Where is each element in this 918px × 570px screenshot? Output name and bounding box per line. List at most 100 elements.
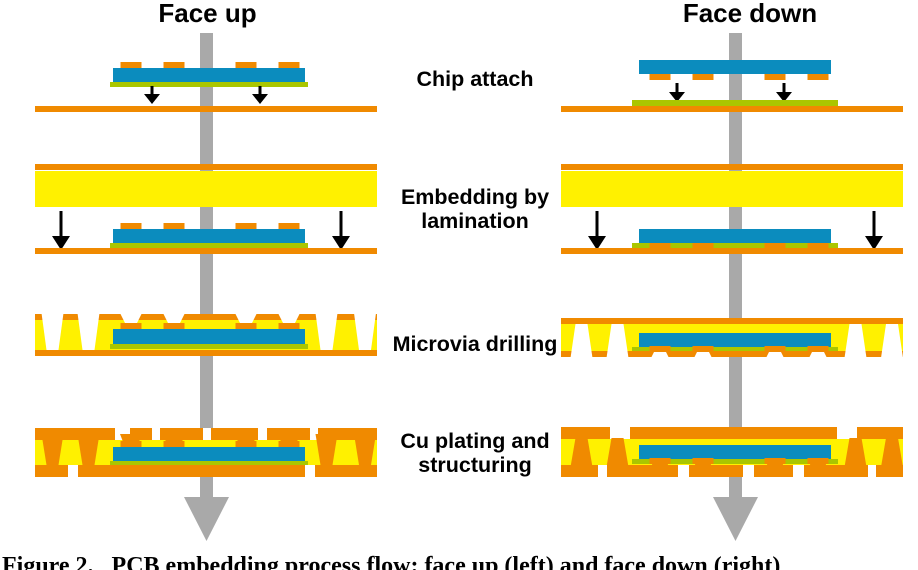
die-pad bbox=[163, 441, 185, 447]
prepreg-layer bbox=[561, 171, 903, 207]
facedown-flow-arrow bbox=[713, 33, 758, 541]
press-arrow-icon bbox=[669, 83, 685, 102]
die-pad bbox=[807, 243, 829, 250]
flow-arrow-head-icon bbox=[184, 497, 229, 541]
copper-etch-gap bbox=[598, 465, 607, 477]
chip-die bbox=[113, 447, 305, 461]
plated-microvia bbox=[41, 434, 64, 465]
plated-microvia bbox=[570, 438, 593, 467]
die-pad bbox=[163, 323, 185, 329]
adhesive-layer bbox=[110, 82, 308, 87]
copper-foil bbox=[561, 106, 903, 112]
top-copper bbox=[561, 427, 903, 439]
copper-etch-gap bbox=[258, 428, 267, 440]
microvia-hole bbox=[354, 313, 376, 350]
facedown-step-chip-attach bbox=[561, 60, 903, 112]
microvia-hole bbox=[606, 324, 629, 358]
figure-caption: Figure 2. PCB embedding process flow: fa… bbox=[2, 553, 781, 570]
plated-microvia bbox=[354, 434, 376, 465]
press-arrow-head bbox=[332, 236, 350, 250]
die-pad bbox=[278, 323, 300, 329]
microvia-hole bbox=[315, 313, 338, 350]
press-arrow-icon bbox=[332, 211, 350, 250]
die-pad bbox=[120, 223, 142, 229]
chip-die bbox=[113, 68, 305, 82]
press-arrow-icon bbox=[252, 86, 268, 104]
microvia-hole bbox=[766, 352, 784, 358]
copper-etch-gap bbox=[305, 465, 315, 477]
faceup-step-cu-plating bbox=[35, 428, 377, 477]
die-pad bbox=[235, 323, 257, 329]
press-arrow-icon bbox=[144, 86, 160, 104]
press-arrow-icon bbox=[588, 211, 606, 250]
copper-etch-gap bbox=[837, 427, 857, 439]
faceup-flow-arrow bbox=[184, 33, 229, 541]
die-pad bbox=[807, 74, 829, 80]
chip-die bbox=[639, 60, 831, 74]
step-label-cu-plating: Cu plating and structuring bbox=[400, 429, 550, 477]
copper-etch-gap bbox=[678, 465, 689, 477]
copper-etch-gap bbox=[610, 427, 630, 439]
die-pad bbox=[120, 62, 142, 68]
adhesive-layer bbox=[110, 243, 308, 248]
copper-etch-gap bbox=[203, 428, 211, 440]
adhesive-layer bbox=[632, 100, 838, 106]
copper-foil bbox=[561, 248, 903, 254]
bottom-copper bbox=[561, 465, 903, 477]
microvia-hole bbox=[163, 313, 185, 323]
die-pad bbox=[692, 243, 714, 250]
press-arrow-shaft bbox=[258, 86, 262, 94]
microvia-hole bbox=[77, 313, 100, 350]
copper-foil bbox=[561, 164, 903, 170]
bottom-copper bbox=[35, 465, 377, 477]
chip-die bbox=[113, 229, 305, 243]
adhesive-layer bbox=[632, 243, 838, 249]
press-arrow-head bbox=[588, 236, 606, 250]
press-arrow-shaft bbox=[595, 211, 599, 236]
press-arrow-head bbox=[252, 94, 268, 104]
copper-etch-gap bbox=[68, 465, 78, 477]
chip-die bbox=[639, 229, 831, 243]
copper-etch-gap bbox=[310, 428, 318, 440]
press-arrow-shaft bbox=[872, 211, 876, 236]
top-copper bbox=[35, 314, 377, 320]
step-label-embedding: Embedding by lamination bbox=[400, 185, 550, 233]
plated-microvia bbox=[844, 438, 867, 467]
adhesive-layer bbox=[632, 347, 838, 352]
microvia-hole bbox=[570, 324, 593, 358]
microvia-hole bbox=[694, 352, 712, 358]
die-pad bbox=[807, 346, 829, 352]
chip-die bbox=[113, 329, 305, 344]
facedown-title: Face down bbox=[682, 0, 818, 28]
adhesive-layer bbox=[110, 461, 308, 466]
die-pad bbox=[163, 223, 185, 229]
adhesive-layer bbox=[110, 344, 308, 349]
copper-etch-gap bbox=[152, 428, 160, 440]
die-pad bbox=[764, 74, 786, 80]
microvia-hole bbox=[41, 313, 64, 350]
facedown-step-microvia-drilling bbox=[561, 318, 903, 358]
step-label-microvia-drilling: Microvia drilling bbox=[392, 332, 558, 356]
microvia-hole bbox=[651, 352, 669, 358]
die-pad bbox=[120, 441, 142, 447]
die-pad bbox=[692, 346, 714, 352]
faceup-title: Face up bbox=[158, 0, 257, 28]
copper-foil bbox=[561, 351, 903, 357]
die-pad bbox=[649, 243, 671, 250]
press-arrow-icon bbox=[865, 211, 883, 250]
step-label-chip-attach: Chip attach bbox=[416, 67, 534, 91]
die-pad bbox=[235, 62, 257, 68]
press-arrow-head bbox=[144, 94, 160, 104]
plated-microvia bbox=[606, 438, 629, 467]
press-arrow-head bbox=[776, 92, 792, 102]
die-pad bbox=[120, 323, 142, 329]
press-arrow-icon bbox=[52, 211, 70, 250]
adhesive-layer bbox=[632, 459, 838, 464]
die-pad bbox=[235, 441, 257, 447]
die-pad bbox=[278, 223, 300, 229]
microvia-hole bbox=[881, 324, 903, 358]
die-pad bbox=[278, 441, 300, 447]
microvia-hole bbox=[278, 313, 300, 323]
die-pad bbox=[764, 243, 786, 250]
